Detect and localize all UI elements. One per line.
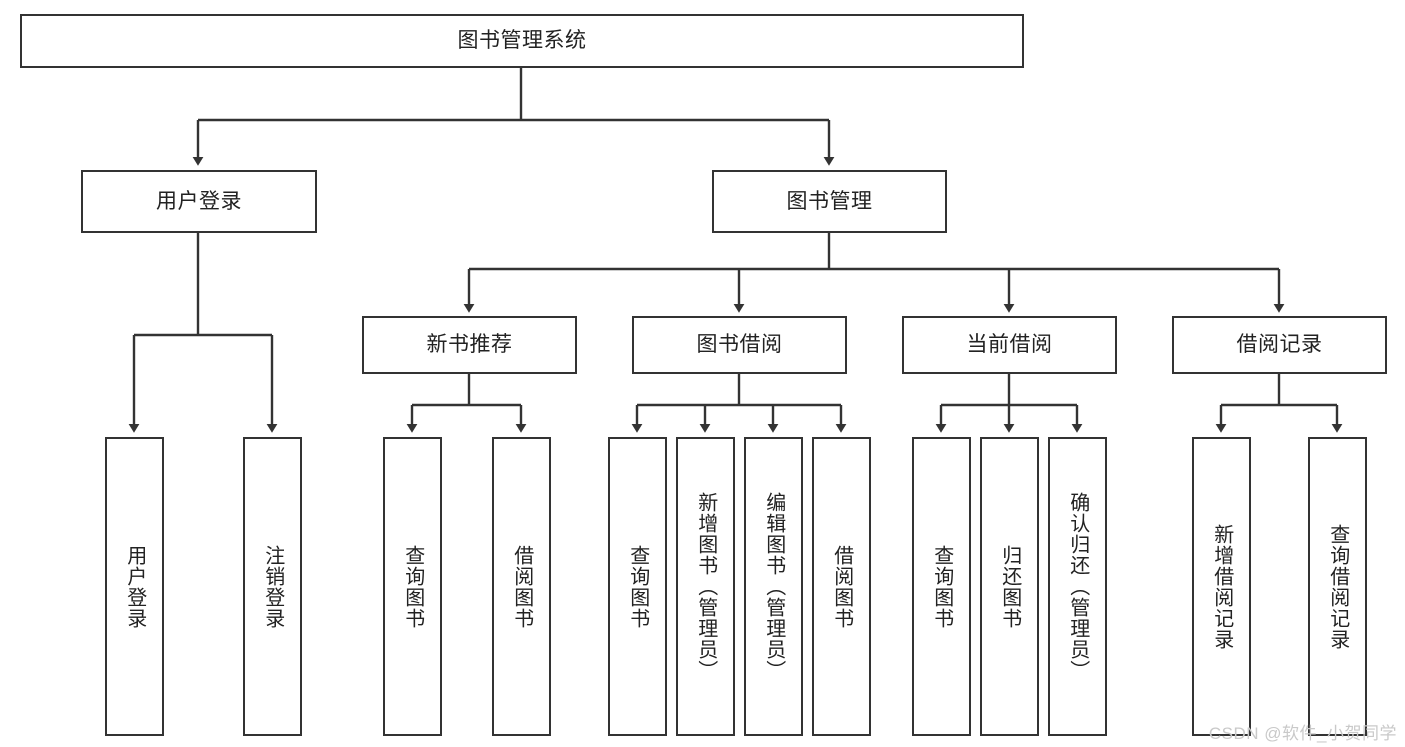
leaf-confirm-return-admin[interactable]: 确认归还（管理员） [1048, 437, 1107, 736]
node-label: 图书管理 [786, 189, 873, 213]
leaf-query-book-recommend[interactable]: 查询图书 [383, 437, 442, 736]
node-current-borrow[interactable]: 当前借阅 [902, 316, 1117, 374]
node-book-management[interactable]: 图书管理 [712, 170, 947, 233]
node-label: 图书管理系统 [457, 29, 587, 53]
node-label: 借阅图书 [830, 544, 853, 629]
node-label: 查询借阅记录 [1326, 523, 1349, 650]
node-label: 注销登录 [261, 544, 284, 629]
leaf-borrow-book-recommend[interactable]: 借阅图书 [492, 437, 551, 736]
node-label: 确认归还（管理员） [1066, 492, 1089, 681]
node-root-system[interactable]: 图书管理系统 [20, 14, 1024, 68]
node-label: 查询图书 [401, 544, 424, 629]
node-label: 查询图书 [626, 544, 649, 629]
node-label: 用户登录 [156, 189, 242, 213]
node-label: 新增图书（管理员） [694, 492, 717, 681]
node-label: 新增借阅记录 [1210, 523, 1233, 650]
node-label: 当前借阅 [966, 333, 1053, 357]
leaf-edit-book-admin[interactable]: 编辑图书（管理员） [744, 437, 803, 736]
leaf-borrow-book-borrow[interactable]: 借阅图书 [812, 437, 871, 736]
leaf-add-book-admin[interactable]: 新增图书（管理员） [676, 437, 735, 736]
csdn-watermark: CSDN @软件_小贺同学 [1208, 724, 1397, 743]
leaf-query-book-current[interactable]: 查询图书 [912, 437, 971, 736]
node-label: 编辑图书（管理员） [762, 492, 785, 681]
leaf-logout-login[interactable]: 注销登录 [243, 437, 302, 736]
node-label: 借阅记录 [1236, 333, 1323, 357]
node-label: 借阅图书 [510, 544, 533, 629]
node-label: 新书推荐 [426, 333, 513, 357]
node-new-book-recommend[interactable]: 新书推荐 [362, 316, 577, 374]
node-user-login[interactable]: 用户登录 [81, 170, 317, 233]
leaf-query-book-borrow[interactable]: 查询图书 [608, 437, 667, 736]
node-label: 归还图书 [998, 544, 1021, 629]
leaf-query-borrow-record[interactable]: 查询借阅记录 [1308, 437, 1367, 736]
node-label: 图书借阅 [696, 333, 783, 357]
leaf-user-login[interactable]: 用户登录 [105, 437, 164, 736]
node-label: 用户登录 [123, 544, 146, 629]
leaf-return-book[interactable]: 归还图书 [980, 437, 1039, 736]
node-borrow-record[interactable]: 借阅记录 [1172, 316, 1387, 374]
leaf-add-borrow-record[interactable]: 新增借阅记录 [1192, 437, 1251, 736]
node-book-borrow[interactable]: 图书借阅 [632, 316, 847, 374]
node-label: 查询图书 [930, 544, 953, 629]
